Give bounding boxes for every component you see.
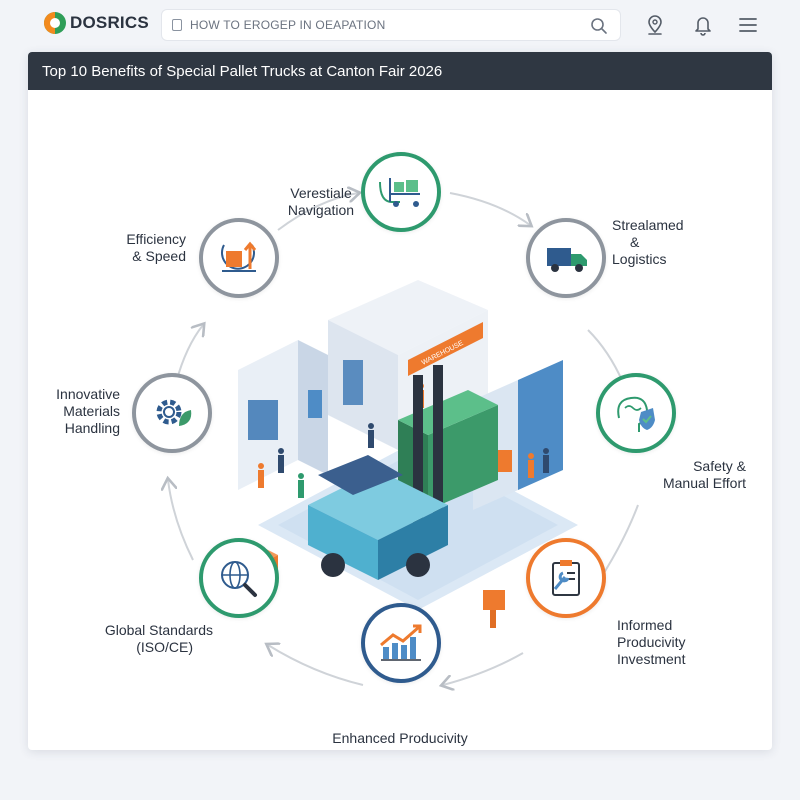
card-title: Top 10 Benefits of Special Pallet Trucks… [42, 62, 443, 80]
node-informed-investment[interactable] [526, 538, 606, 618]
hamburger-menu-icon[interactable] [738, 16, 758, 34]
app-logo[interactable]: DOSRICS [44, 12, 149, 34]
globe-search-icon [221, 561, 257, 597]
article-card: Top 10 Benefits of Special Pallet Trucks… [28, 52, 772, 750]
lock-icon [172, 19, 182, 31]
top-bar: DOSRICS [0, 0, 800, 50]
logo-text: DOSRICS [70, 13, 149, 32]
label-streamlined-logistics: Strealamed & Logistics [612, 217, 684, 267]
search-input[interactable] [190, 18, 580, 32]
label-enhanced-productivity: Enhanced Producivity [332, 730, 468, 746]
brain-shield-icon [617, 396, 655, 432]
node-versatile-navigation[interactable] [361, 152, 441, 232]
cart-icon [379, 178, 420, 207]
search-icon[interactable] [590, 17, 608, 35]
node-streamlined-logistics[interactable] [526, 218, 606, 298]
truck-icon [547, 248, 587, 272]
node-safety-manual-effort[interactable] [596, 373, 676, 453]
node-efficiency-speed[interactable] [199, 218, 279, 298]
bell-icon[interactable] [693, 14, 713, 36]
logo-icon [44, 12, 66, 34]
location-pin-icon[interactable] [645, 14, 665, 36]
node-innovative-materials-handling[interactable] [132, 373, 212, 453]
label-efficiency-speed: Efficiency& Speed [126, 231, 186, 264]
card-header: Top 10 Benefits of Special Pallet Trucks… [28, 52, 772, 90]
node-enhanced-productivity[interactable] [361, 603, 441, 683]
label-global-standards: Global Standards(ISO/CE) [104, 622, 213, 655]
clipboard-wrench-icon [552, 560, 580, 596]
benefits-diagram: WAREHOUSE [28, 90, 772, 750]
growth-chart-icon [380, 624, 422, 661]
node-global-standards[interactable] [199, 538, 279, 618]
label-safety-manual-effort: Safety &Manual Effort [662, 458, 746, 491]
warehouse-forklift-illustration: WAREHOUSE [238, 280, 578, 628]
gear-leaf-icon [156, 399, 192, 426]
address-bar[interactable] [161, 9, 621, 41]
box-arrow-icon [221, 241, 257, 272]
